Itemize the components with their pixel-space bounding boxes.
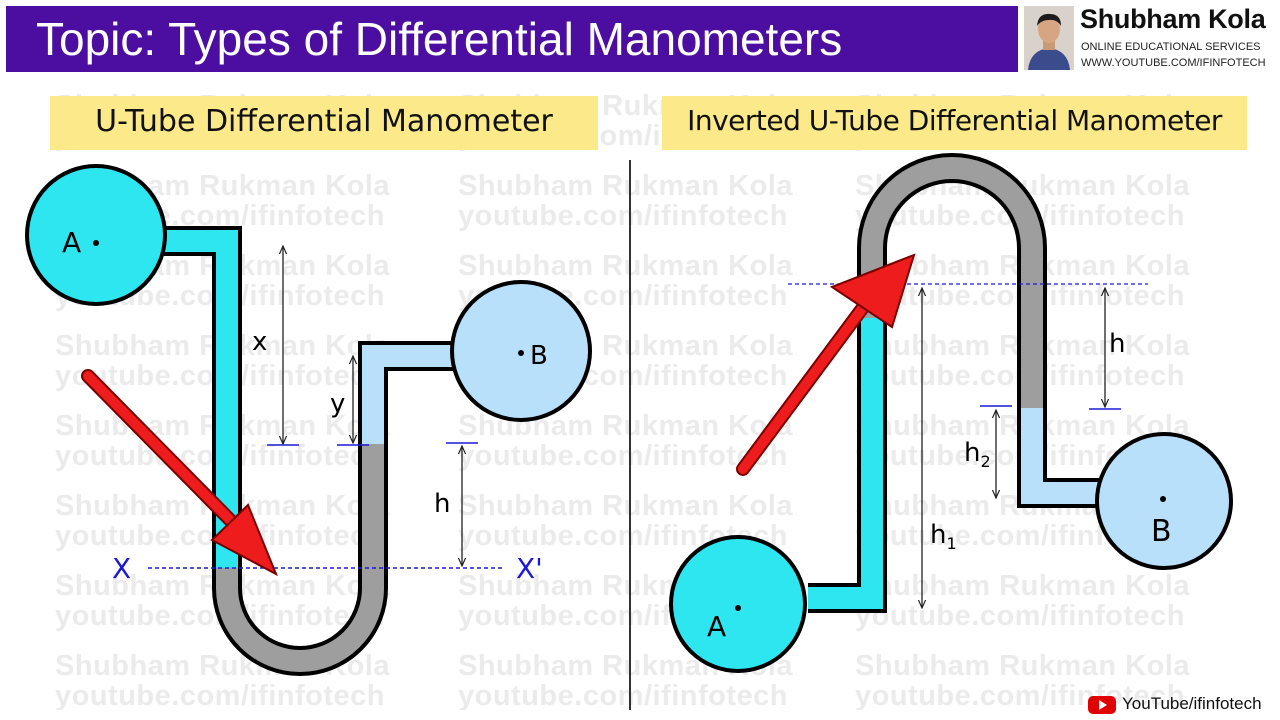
red-pointer-arrow-icon (81, 369, 278, 577)
u-tube-heading: U-Tube Differential Manometer (50, 96, 598, 150)
author-photo (1024, 6, 1074, 70)
brand-block: Shubham Kola ONLINE EDUCATIONAL SERVICES… (1024, 4, 1276, 72)
dimension-h: h (434, 489, 450, 519)
red-pointer-arrow-icon (736, 253, 916, 476)
dimension-h: h (1109, 329, 1125, 359)
watermark-text: Shubham Rukman Kola (458, 250, 793, 282)
inverted-u-tube-heading-text: Inverted U-Tube Differential Manometer (687, 104, 1222, 137)
author-avatar-icon (1024, 6, 1074, 70)
datum-label-x: X (112, 552, 131, 585)
fluid-b-right-limb (362, 345, 454, 444)
brand-subtitle: ONLINE EDUCATIONAL SERVICES (1081, 41, 1261, 53)
vessel-a (669, 535, 807, 673)
fluid-a-left-limb (150, 230, 238, 568)
label-a: A (707, 610, 726, 643)
dimension-h2: h2 (964, 438, 991, 471)
label-b: B (1151, 514, 1172, 549)
youtube-icon (1088, 696, 1116, 714)
panel-divider (629, 160, 631, 710)
watermark-text: youtube.com/ifinfotech (458, 200, 788, 232)
light-liquid-column (861, 157, 1043, 408)
watermark-text: youtube.com/ifinfotech (458, 680, 788, 710)
fluid-b-right-limb (1021, 408, 1100, 504)
inverted-u-tube-manometer: A B h h2 h1 (669, 153, 1233, 673)
watermark-text: Shubham Rukman Kola (855, 650, 1190, 682)
mercury-column (216, 444, 384, 672)
title-bar: Topic: Types of Differential Manometers (6, 6, 1018, 72)
youtube-link[interactable]: YouTube/ifinfotech (1122, 694, 1262, 713)
u-tube-heading-text: U-Tube Differential Manometer (95, 104, 553, 139)
datum-label-x-prime: X' (516, 552, 543, 585)
fluid-a-left-limb (808, 318, 883, 609)
watermark-text: Shubham Rukman Kola (458, 170, 793, 202)
u-tube-manometer: A B X X' x y h (25, 164, 592, 676)
vessel-a (25, 164, 167, 306)
page-title: Topic: Types of Differential Manometers (36, 13, 843, 65)
dimension-x: x (252, 327, 267, 357)
watermark-text: youtube.com/ifinfotech (855, 680, 1185, 710)
inverted-u-tube-heading: Inverted U-Tube Differential Manometer (662, 96, 1247, 150)
watermark-text: youtube.com/ifinfotech (55, 680, 385, 710)
brand-name: Shubham Kola (1080, 4, 1266, 34)
dimension-y: y (330, 389, 345, 419)
watermark-text: Shubham Rukman Kola (458, 490, 793, 522)
dimension-h1: h1 (930, 520, 957, 553)
brand-url[interactable]: WWW.YOUTUBE.COM/IFINFOTECH (1081, 57, 1266, 69)
label-a: A (62, 226, 81, 259)
watermark-text: Shubham Rukman Kola (855, 570, 1190, 602)
watermark-text: youtube.com/ifinfotech (855, 600, 1185, 632)
watermark-text: youtube.com/ifinfotech (458, 440, 788, 472)
label-b: B (530, 341, 548, 371)
